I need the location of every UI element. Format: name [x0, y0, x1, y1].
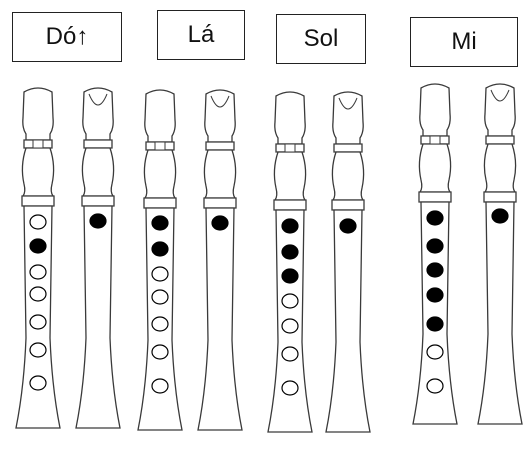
thumb-hole-sol-closed — [339, 218, 357, 234]
hole-mi-3-closed — [426, 262, 444, 278]
recorder-back-mi-outline — [485, 135, 515, 145]
recorder-front-do-outline — [21, 195, 55, 207]
hole-mi-5-closed — [426, 316, 444, 332]
recorder-front-la-outline — [143, 149, 177, 199]
hole-mi-1-closed — [426, 210, 444, 226]
recorder-front-do-outline — [21, 147, 55, 197]
hole-la-1-closed — [151, 215, 169, 231]
recorder-back-sol-outline — [331, 199, 365, 211]
hole-do-6-open — [29, 342, 47, 358]
hole-do-7-open — [29, 375, 47, 391]
recorder-front-sol-outline — [273, 199, 307, 211]
recorder-front-mi — [412, 83, 458, 425]
hole-sol-2-closed — [281, 244, 299, 260]
hole-mi-4-closed — [426, 287, 444, 303]
recorder-back-sol-outline — [333, 143, 363, 153]
recorder-back-la — [197, 89, 243, 431]
recorder-front-do-window — [32, 139, 44, 149]
recorder-back-mi-outline — [477, 201, 523, 425]
recorder-front-mi-outline — [418, 143, 452, 193]
recorder-front-sol-outline — [274, 91, 306, 145]
note-label-mi: Mi — [410, 17, 518, 67]
recorder-front-la-outline — [143, 197, 177, 209]
hole-sol-3-closed — [281, 268, 299, 284]
recorder-back-la-outline — [203, 197, 237, 209]
hole-do-4-open — [29, 286, 47, 302]
note-label-do: Dó↑ — [12, 12, 122, 62]
thumb-hole-mi-closed — [491, 208, 509, 224]
hole-la-7-open — [151, 378, 169, 394]
hole-do-1-open — [29, 214, 47, 230]
hole-do-5-open — [29, 314, 47, 330]
hole-la-4-open — [151, 289, 169, 305]
recorder-back-sol-outline — [332, 91, 364, 145]
hole-mi-6-open — [426, 344, 444, 360]
note-label-sol-text: Sol — [303, 25, 339, 52]
hole-la-3-open — [151, 266, 169, 282]
recorder-front-mi-window — [429, 135, 441, 145]
note-label-mi-text: Mi — [451, 28, 477, 55]
hole-la-2-closed — [151, 241, 169, 257]
recorder-back-mi-outline — [483, 191, 517, 203]
hole-sol-4-open — [281, 293, 299, 309]
recorder-back-la-outline — [203, 149, 237, 199]
recorder-front-sol-outline — [273, 151, 307, 201]
hole-do-2-closed — [29, 238, 47, 254]
hole-sol-7-open — [281, 380, 299, 396]
recorder-back-sol-outline — [325, 209, 371, 433]
thumb-hole-do-closed — [89, 213, 107, 229]
recorder-back-mi — [477, 83, 523, 425]
recorder-front-sol-window — [284, 143, 296, 153]
note-label-do-text: Dó↑ — [45, 23, 89, 50]
recorder-front-mi-outline — [418, 191, 452, 203]
recorder-back-do-cup — [88, 93, 108, 106]
recorder-back-do-outline — [81, 195, 115, 207]
recorder-back-mi-cup — [490, 89, 510, 102]
recorder-back-do-outline — [82, 87, 114, 141]
recorder-back-do-outline — [81, 147, 115, 197]
recorder-back-mi-outline — [483, 143, 517, 193]
hole-la-6-open — [151, 344, 169, 360]
hole-sol-5-open — [281, 318, 299, 334]
hole-mi-7-open — [426, 378, 444, 394]
recorder-front-mi-outline — [412, 201, 458, 425]
recorder-back-do-outline — [75, 205, 121, 429]
recorder-back-sol-outline — [331, 151, 365, 201]
recorder-back-sol — [325, 91, 371, 433]
recorder-front-do-outline — [22, 87, 54, 141]
recorder-back-la-outline — [204, 89, 236, 143]
recorder-back-do-outline — [83, 139, 113, 149]
hole-sol-1-closed — [281, 218, 299, 234]
recorder-back-sol-cup — [338, 97, 358, 110]
recorder-back-la-cup — [210, 95, 230, 108]
recorder-back-la-outline — [205, 141, 235, 151]
hole-mi-2-closed — [426, 238, 444, 254]
note-label-sol: Sol — [276, 14, 366, 64]
thumb-hole-la-closed — [211, 215, 229, 231]
recorder-front-la-window — [154, 141, 166, 151]
note-label-la-text: Lá — [187, 21, 215, 48]
hole-sol-6-open — [281, 346, 299, 362]
note-label-la: Lá — [157, 10, 245, 60]
recorder-front-mi-outline — [419, 83, 451, 137]
recorder-back-do — [75, 87, 121, 429]
recorder-back-mi-outline — [484, 83, 516, 137]
recorder-front-la-outline — [144, 89, 176, 143]
hole-do-3-open — [29, 264, 47, 280]
hole-la-5-open — [151, 316, 169, 332]
recorder-back-la-outline — [197, 207, 243, 431]
